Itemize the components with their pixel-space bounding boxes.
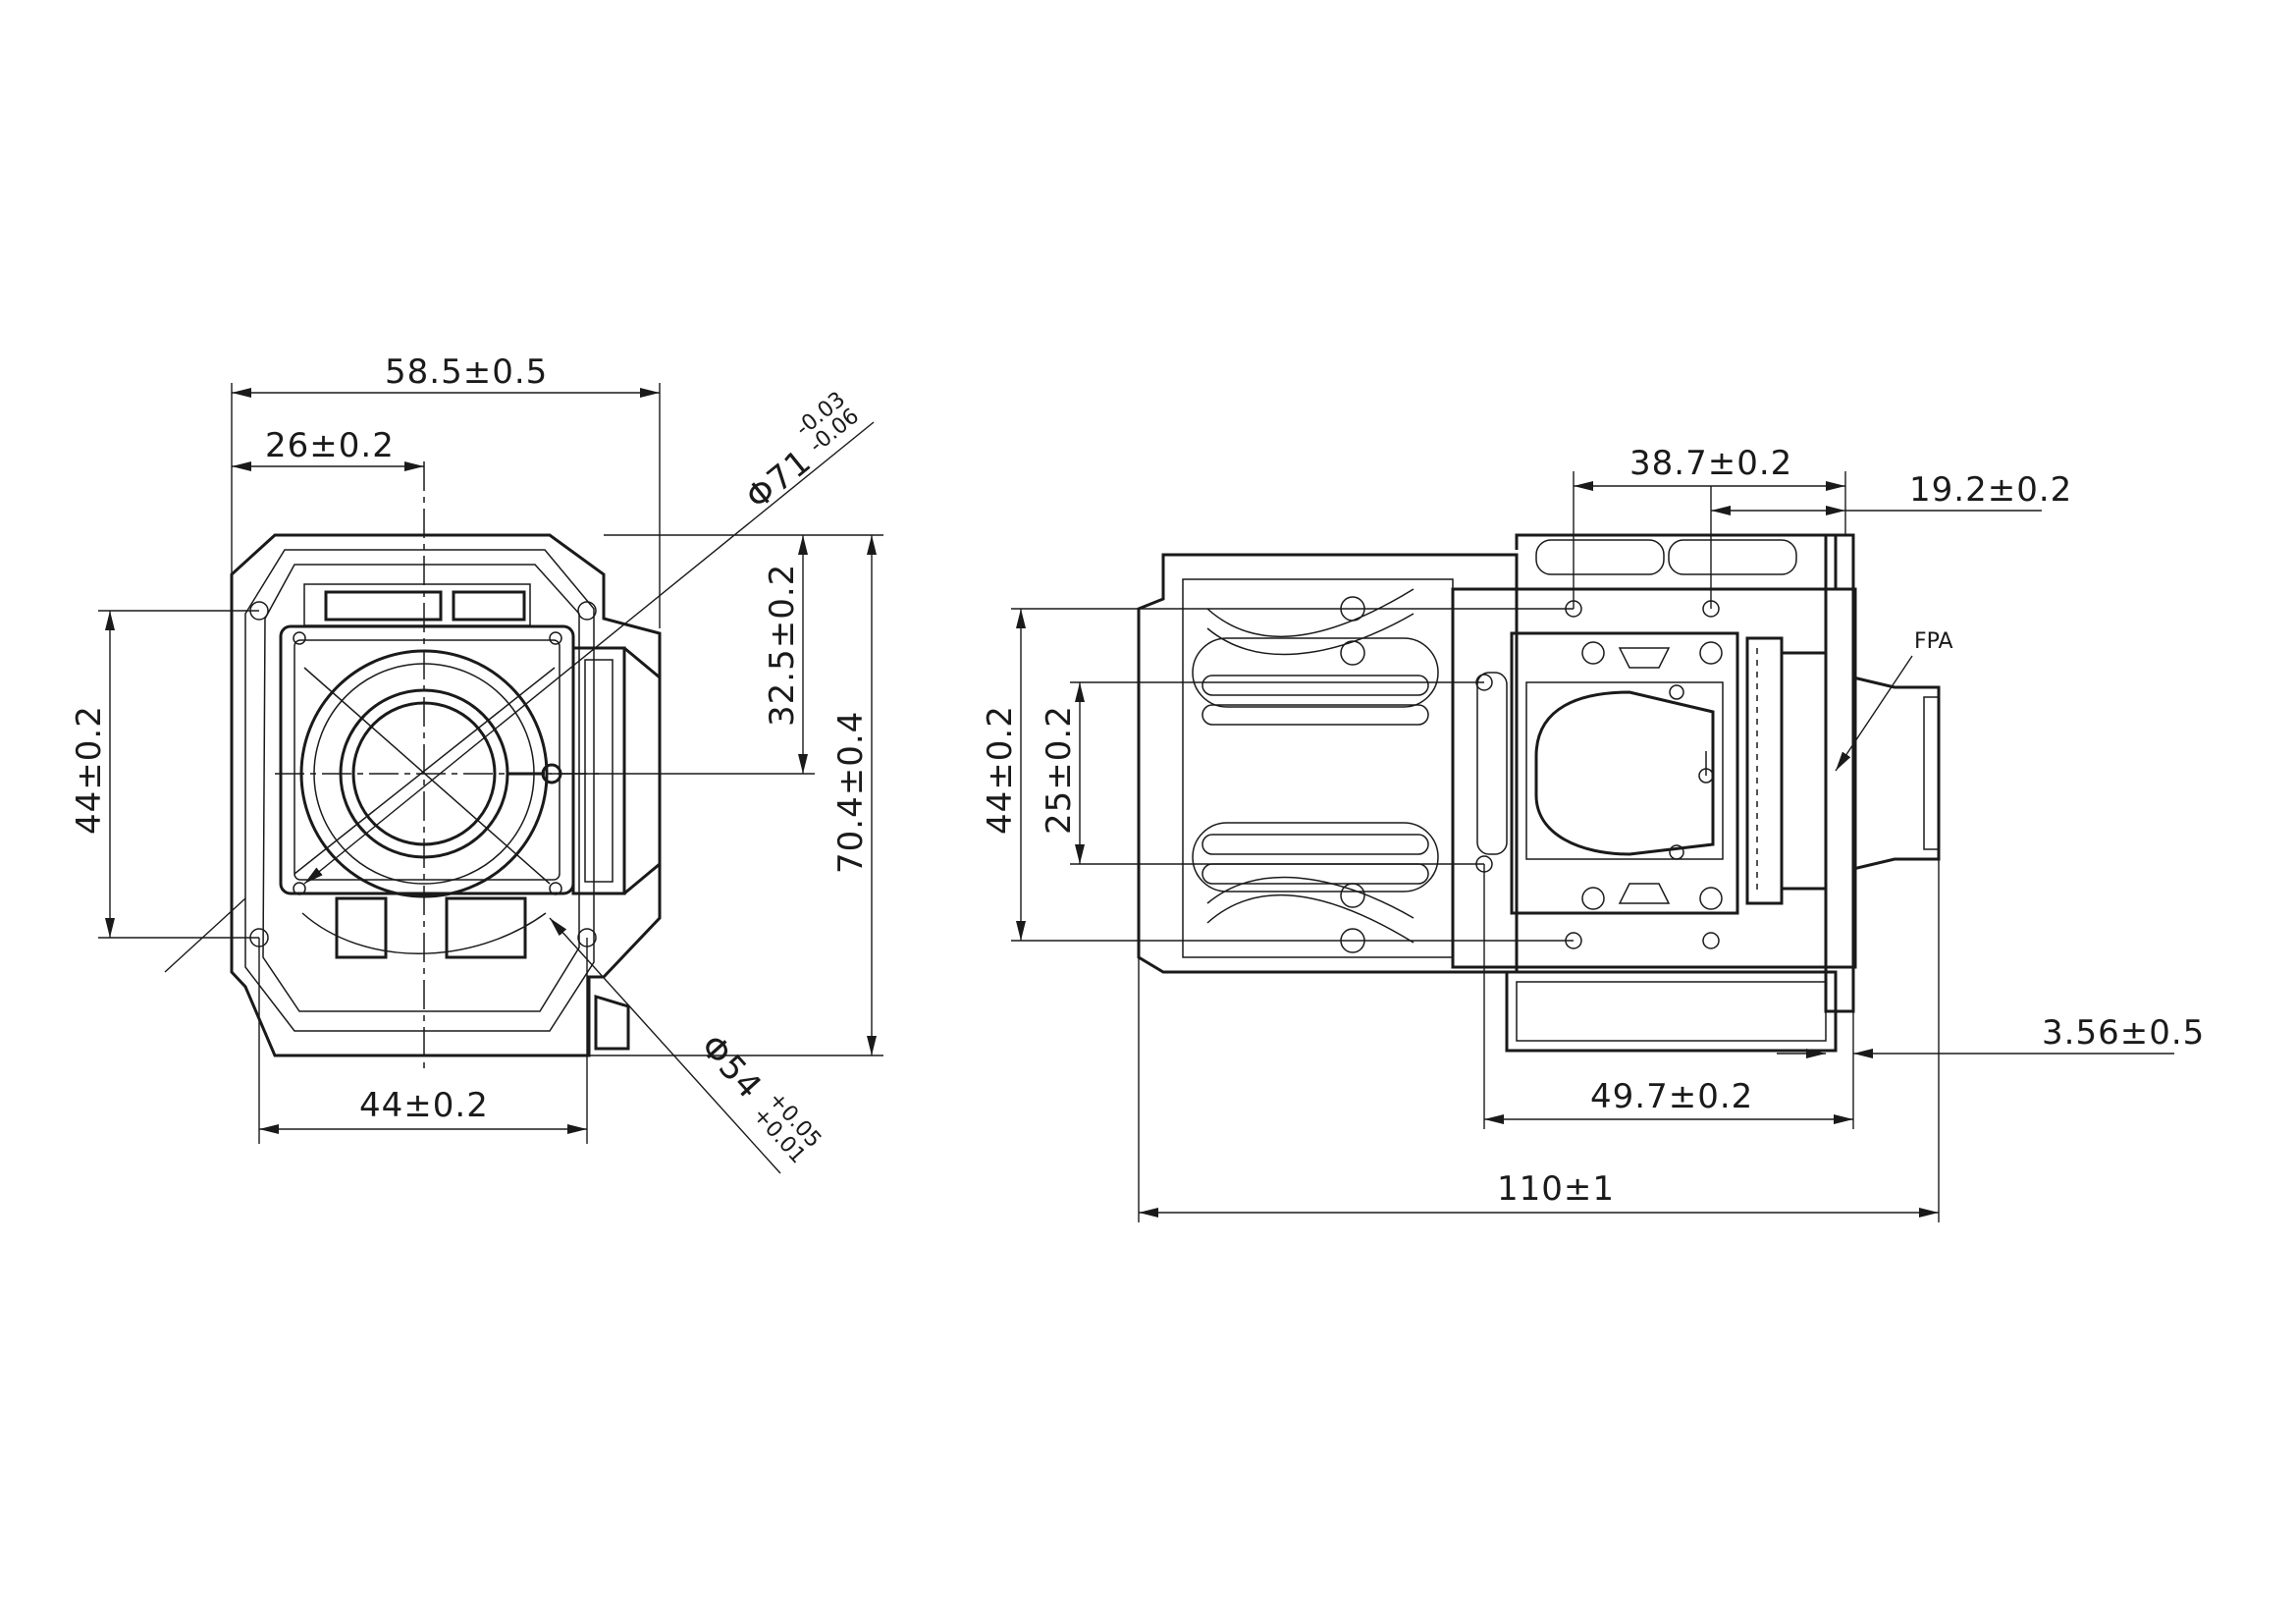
side-fpa-flange [1745,636,1784,905]
side-lens-nose [1851,676,1941,871]
dim-side-flange-thickness: 3.56±0.5 [2042,1013,2205,1053]
front-sensor-plate [279,624,575,895]
dim-side-flange-offset: 19.2±0.2 [1909,470,2072,510]
dim-front-mount-height: 44±0.2 [70,705,109,835]
dim-front-offset: 26±0.2 [265,426,395,465]
side-core-body [1451,587,1857,969]
dim-front-dia-outer: Φ71 [738,442,819,517]
dim-front-total-height: 70.4±0.4 [831,711,871,874]
dim-front-center-height: 32.5±0.2 [763,564,802,727]
front-housing-outline [230,533,662,1057]
side-heatsink-housing [1137,553,1519,974]
front-view [230,461,662,1070]
side-dimensions: 38.7±0.2 19.2±0.2 FPA 44±0.2 25±0.2 49.7… [981,444,2205,1222]
dim-front-width: 58.5±0.5 [385,352,548,392]
label-fpa: FPA [1914,629,1953,654]
dim-front-dia-inner: Φ54 [692,1027,770,1107]
side-view [1137,533,1941,1053]
dim-side-overall-length: 110±1 [1497,1169,1615,1209]
front-dimensions: 58.5±0.5 26±0.2 Φ71 -0.03 -0.06 32.5±0.2… [70,352,883,1174]
dim-side-outer-height: 44±0.2 [981,705,1020,835]
dim-side-inner-height: 25±0.2 [1040,705,1079,835]
dim-side-body-length: 49.7±0.2 [1590,1077,1753,1116]
dim-side-hole-spacing: 38.7±0.2 [1629,444,1792,483]
dim-front-mount-width: 44±0.2 [359,1086,489,1125]
